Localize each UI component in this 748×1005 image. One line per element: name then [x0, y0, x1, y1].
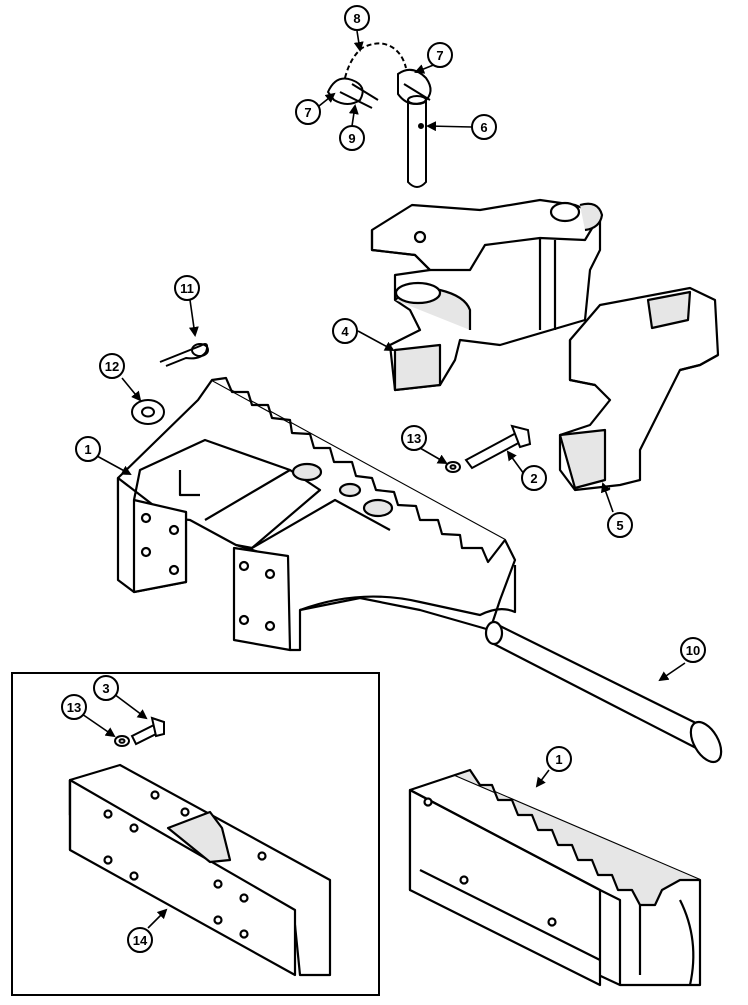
svg-text:4: 4 [341, 324, 349, 339]
svg-text:13: 13 [407, 431, 421, 446]
chain-and-clips-part-8 [326, 42, 432, 109]
bolt-part-2 [464, 424, 532, 470]
callout-13-inset: 13 [61, 694, 87, 720]
callout-6: 6 [471, 114, 497, 140]
svg-text:2: 2 [530, 471, 537, 486]
support-frame-part-1 [116, 376, 517, 652]
plate-part-14 [68, 763, 332, 977]
svg-text:11: 11 [180, 281, 194, 296]
callout-7-left: 7 [295, 99, 321, 125]
svg-text:1: 1 [555, 752, 562, 767]
callout-1-main: 1 [75, 436, 101, 462]
svg-text:6: 6 [480, 120, 487, 135]
bolt-part-3 [130, 716, 165, 746]
callout-7-right: 7 [427, 42, 453, 68]
svg-text:7: 7 [304, 105, 311, 120]
svg-text:5: 5 [616, 518, 623, 533]
svg-text:3: 3 [102, 681, 109, 696]
callouts: 8 7 7 9 6 11 4 12 13 1 2 5 10 3 13 1 14 [61, 5, 706, 953]
callout-12: 12 [99, 353, 125, 379]
support-frame-part-1-alt-view [408, 768, 702, 987]
svg-text:1: 1 [84, 442, 91, 457]
callout-11: 11 [174, 275, 200, 301]
callout-3: 3 [93, 675, 119, 701]
callout-4: 4 [332, 318, 358, 344]
callout-10: 10 [680, 637, 706, 663]
inset-box [11, 672, 380, 996]
svg-text:10: 10 [686, 643, 700, 658]
lynch-pin-part-11 [159, 343, 209, 367]
callout-5: 5 [607, 512, 633, 538]
callout-1-alt: 1 [546, 746, 572, 772]
callout-14: 14 [127, 927, 153, 953]
callout-9: 9 [339, 125, 365, 151]
svg-text:13: 13 [67, 700, 81, 715]
svg-text:9: 9 [348, 131, 355, 146]
washer-part-12 [131, 399, 165, 425]
svg-text:12: 12 [105, 359, 119, 374]
svg-text:14: 14 [133, 933, 148, 948]
svg-text:7: 7 [436, 48, 443, 63]
leader-lines [81, 30, 686, 929]
pin-part-6 [407, 95, 427, 188]
washer-part-13-upper [445, 461, 461, 473]
long-pin-part-10 [484, 620, 723, 764]
hitch-bracket-part-4 [370, 198, 604, 392]
callout-2: 2 [521, 465, 547, 491]
callout-8: 8 [344, 5, 370, 31]
svg-text:8: 8 [353, 11, 360, 26]
callout-13-upper: 13 [401, 425, 427, 451]
washer-part-13-inset [114, 735, 130, 747]
front-weight-part-5 [558, 286, 720, 492]
